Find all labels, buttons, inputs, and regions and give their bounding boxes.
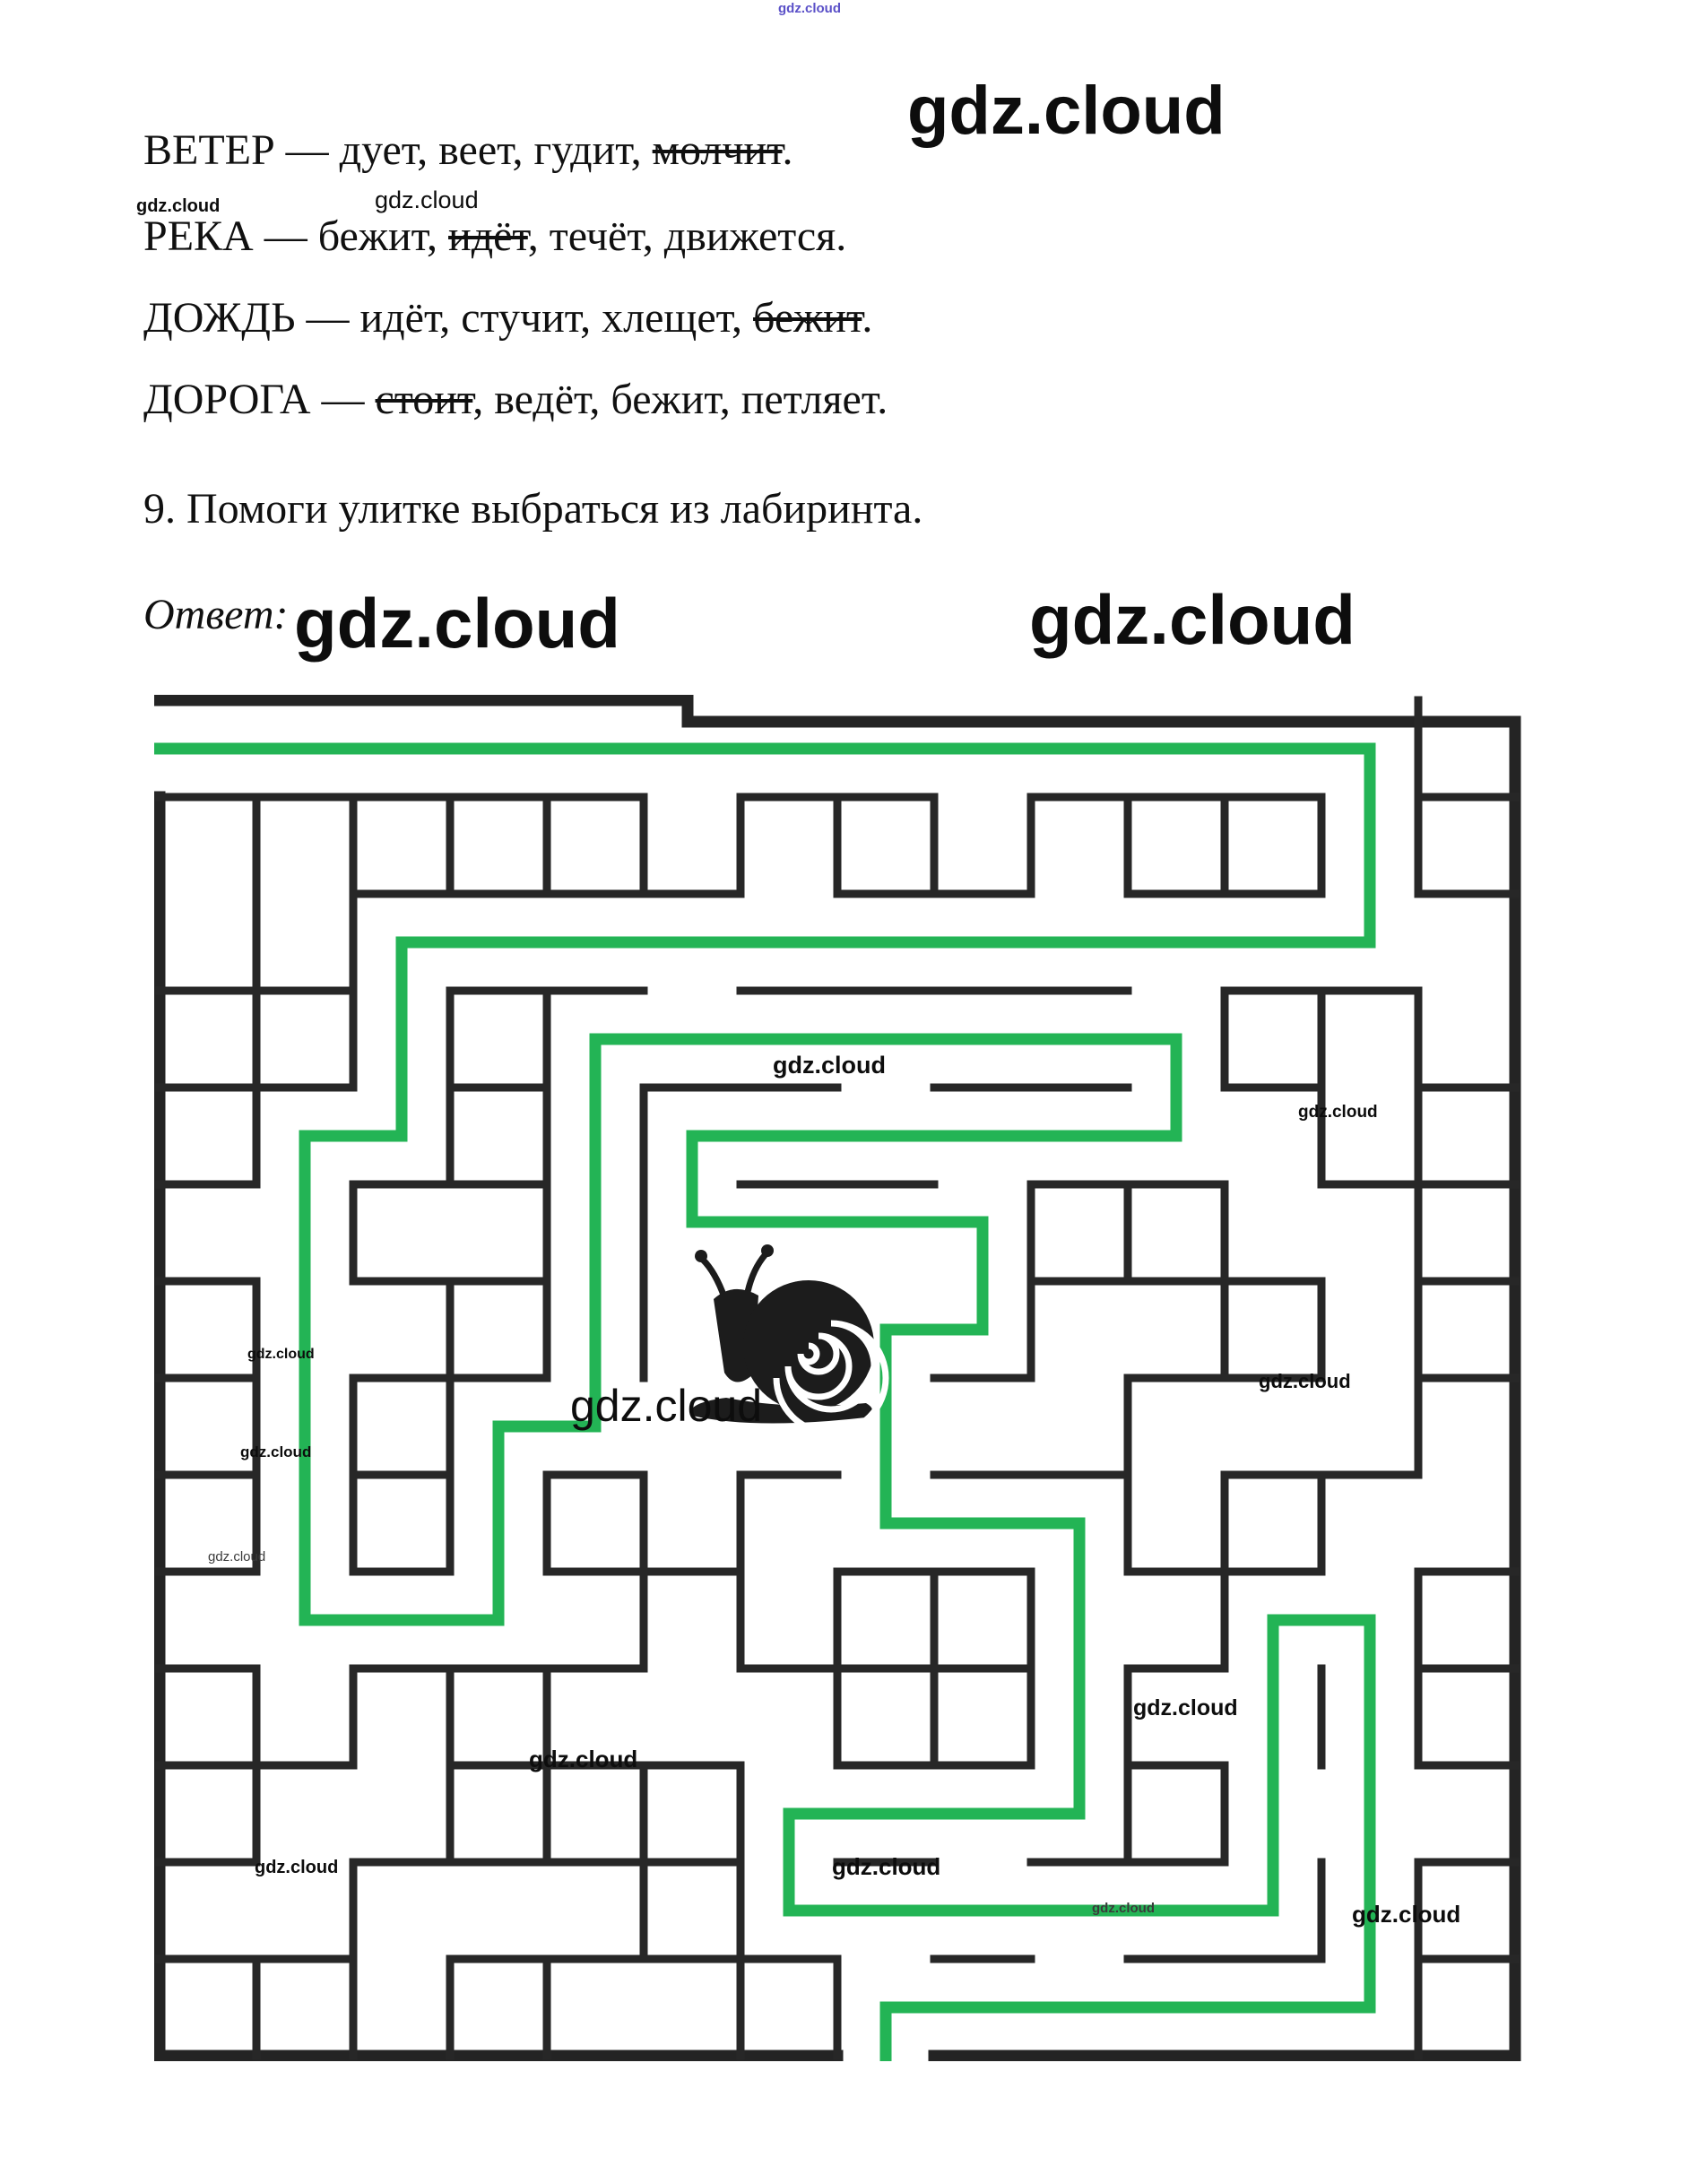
watermark: gdz.cloud xyxy=(240,1443,312,1460)
watermark: gdz.cloud xyxy=(778,1,841,16)
solution-path xyxy=(154,742,1376,2061)
word-line-dozhd: ДОЖДЬ — идёт, стучит, хлещет, бежит. xyxy=(143,293,872,342)
word-line-doroga: ДОРОГА — стоит, ведёт, бежит, петляет. xyxy=(143,375,888,424)
watermark: gdz.cloud xyxy=(1133,1695,1238,1720)
struck-word: стоит xyxy=(375,376,473,423)
word-line-veter: ВЕТЕР — дует, веет, гудит, молчит. xyxy=(143,126,793,175)
watermark: gdz.cloud xyxy=(529,1746,638,1772)
word-line-text: , течёт, движется. xyxy=(527,212,847,260)
word-line-text: ДОРОГА — xyxy=(143,376,376,423)
watermark: gdz.cloud xyxy=(1298,1103,1378,1122)
watermark: gdz.cloud xyxy=(1259,1370,1351,1392)
maze-walls-vertical xyxy=(252,696,1423,2060)
answer-label: Ответ: xyxy=(143,591,289,638)
word-line-reka: РЕКА — бежит, идёт, течёт, движется. xyxy=(143,212,846,261)
watermark: gdz.cloud xyxy=(1352,1901,1461,1928)
watermark: gdz.cloud xyxy=(1092,1901,1155,1916)
watermark: gdz.cloud xyxy=(255,1858,339,1877)
watermark: gdz.cloud xyxy=(136,196,221,216)
task-title: 9. Помоги улитке выбраться из лабиринта. xyxy=(143,485,923,533)
maze-image xyxy=(154,695,1521,2061)
word-line-text: . xyxy=(862,294,873,342)
watermark: gdz.cloud xyxy=(1029,580,1356,659)
watermark: gdz.cloud xyxy=(208,1549,266,1564)
word-line-text: ВЕТЕР — дует, веет, гудит, xyxy=(143,126,653,174)
word-line-text: РЕКА — бежит, xyxy=(143,212,449,260)
watermark: gdz.cloud xyxy=(773,1052,886,1079)
watermark: gdz.cloud xyxy=(247,1347,315,1362)
watermark: gdz.cloud xyxy=(832,1853,941,1880)
struck-word: молчит xyxy=(652,126,783,174)
maze-figure: gdz.cloud gdz.cloud gdz.cloud gdz.cloud … xyxy=(154,695,1526,2061)
maze-border xyxy=(154,791,844,2061)
word-line-text: , ведёт, бежит, петляет. xyxy=(472,376,888,423)
watermark: gdz.cloud xyxy=(375,186,479,213)
watermark: gdz.cloud xyxy=(907,73,1226,149)
word-line-text: . xyxy=(782,126,793,174)
snail-icon xyxy=(690,1244,889,1436)
word-line-text: ДОЖДЬ — идёт, стучит, хлещет, xyxy=(143,294,754,342)
struck-word: бежит xyxy=(753,294,862,342)
watermark: gdz.cloud xyxy=(294,584,620,663)
struck-word: идёт xyxy=(448,212,528,260)
watermark: gdz.cloud xyxy=(570,1381,763,1431)
